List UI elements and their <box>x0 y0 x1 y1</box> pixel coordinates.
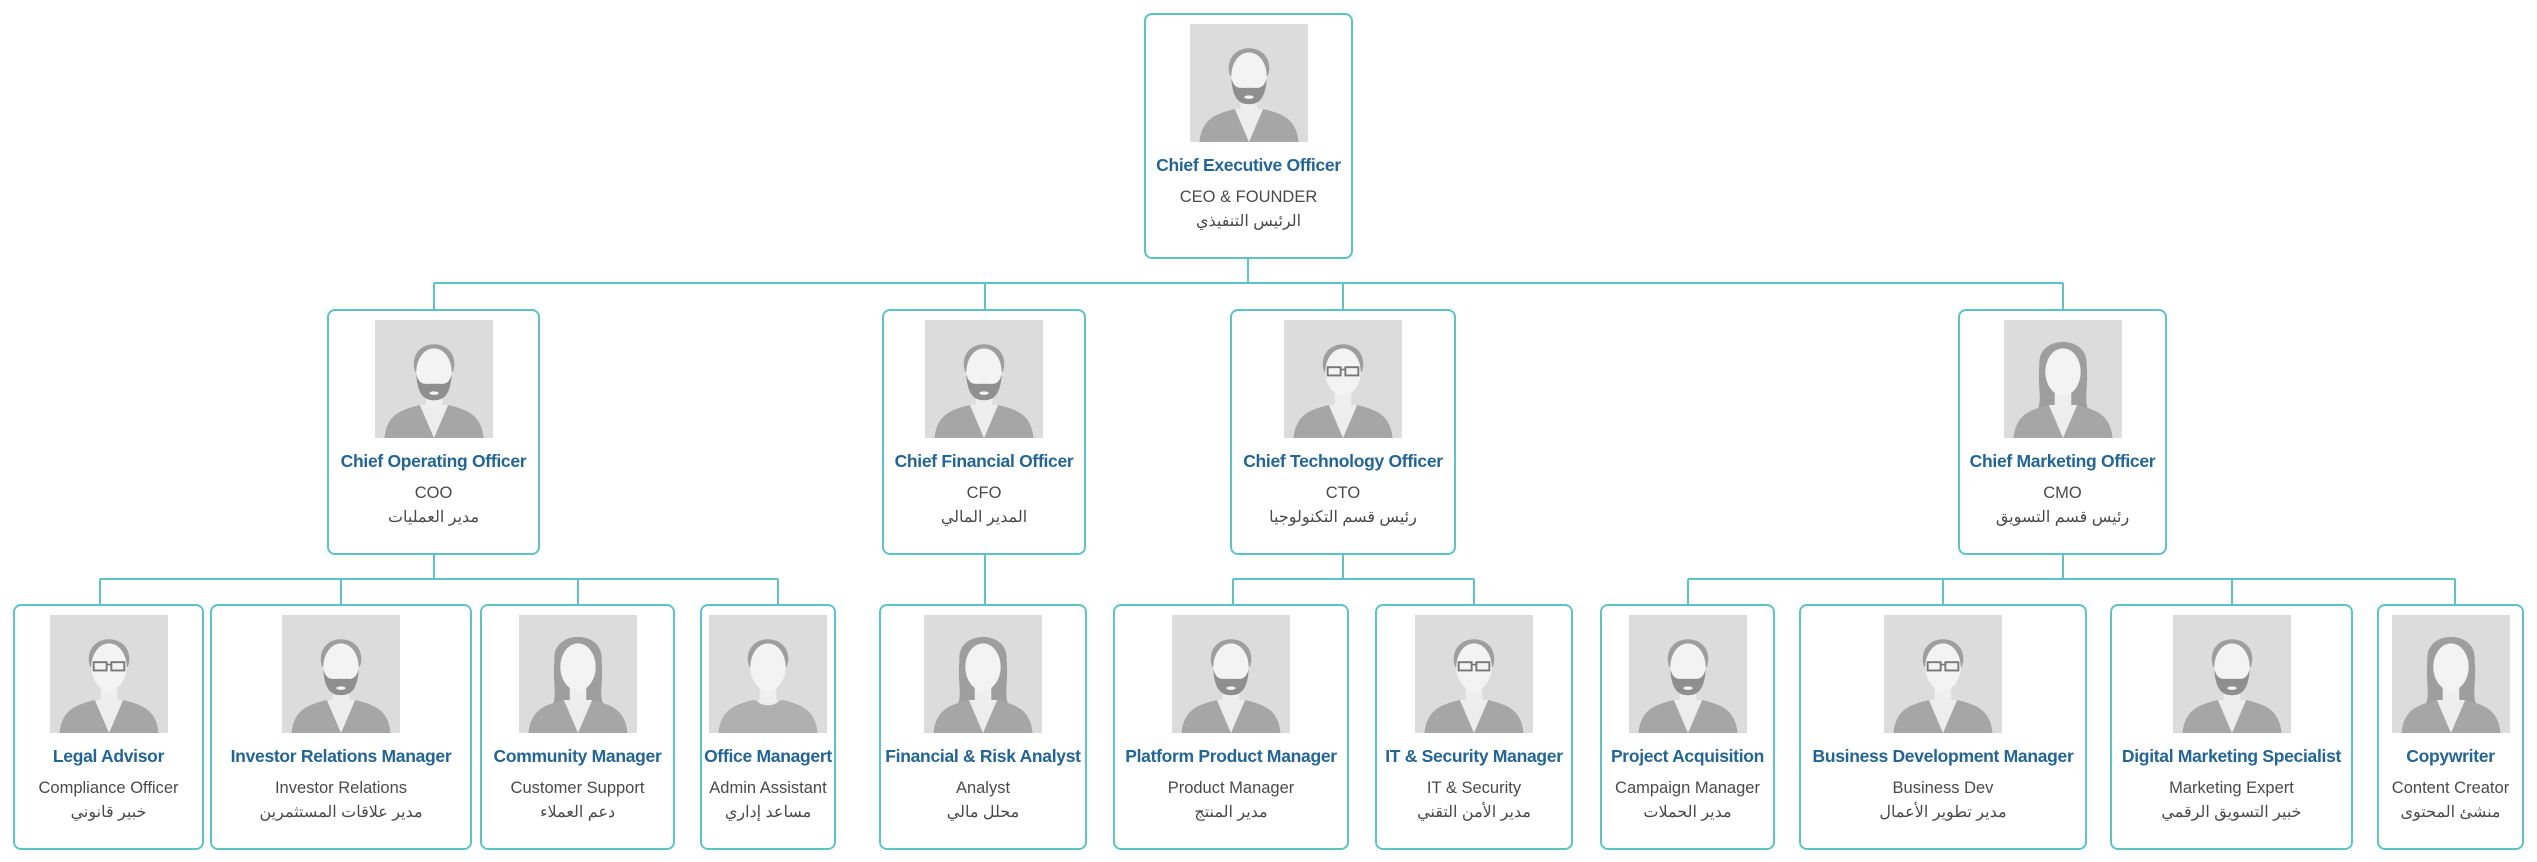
org-card[interactable]: Financial & Risk Analyst Analyst محلل ما… <box>879 604 1087 850</box>
org-card[interactable]: Office Managert Admin Assistant مساعد إد… <box>700 604 836 850</box>
avatar-male-plain-icon <box>709 615 827 733</box>
card-role: Content Creator <box>2391 779 2510 797</box>
card-role: Analyst <box>955 779 1011 797</box>
avatar-male-beard-icon <box>1172 615 1290 733</box>
card-title: Chief Marketing Officer <box>1969 451 2156 471</box>
org-card[interactable]: Chief Marketing Officer CMO رئيس قسم الت… <box>1958 309 2167 555</box>
card-role: Investor Relations <box>274 779 408 797</box>
card-role: IT & Security <box>1426 779 1522 797</box>
card-role: Admin Assistant <box>709 779 827 797</box>
card-arabic-role: المدير المالي <box>940 509 1028 526</box>
card-role: CEO & FOUNDER <box>1179 188 1318 206</box>
card-arabic-role: منشئ المحتوى <box>2400 804 2501 821</box>
card-arabic-role: محلل مالي <box>946 804 1020 821</box>
avatar-male-glasses-icon <box>49 615 168 733</box>
card-role: Compliance Officer <box>38 779 179 797</box>
card-role: CMO <box>2043 484 2082 502</box>
org-card[interactable]: Platform Product Manager Product Manager… <box>1113 604 1349 850</box>
org-card[interactable]: Digital Marketing Specialist Marketing E… <box>2110 604 2353 850</box>
card-role: COO <box>414 484 453 502</box>
card-title: Chief Financial Officer <box>894 451 1074 471</box>
card-title: Community Manager <box>493 746 662 766</box>
card-title: Office Managert <box>704 746 832 766</box>
card-title: Business Development Manager <box>1812 746 2074 766</box>
avatar-male-beard-icon <box>925 320 1043 438</box>
card-arabic-role: مساعد إداري <box>724 804 812 821</box>
avatar-male-beard-icon <box>282 615 400 733</box>
card-arabic-role: مدير تطوير الأعمال <box>1879 804 2007 821</box>
card-role: Customer Support <box>510 779 645 797</box>
org-card[interactable]: Legal Advisor Compliance Officer خبير قا… <box>13 604 204 850</box>
card-arabic-role: مدير الأمن التقني <box>1417 804 1531 821</box>
avatar-female-icon <box>924 615 1042 733</box>
card-title: Digital Marketing Specialist <box>2121 746 2342 766</box>
avatar-male-glasses-icon <box>1884 615 2002 733</box>
card-title: Legal Advisor <box>52 746 165 766</box>
org-card[interactable]: Chief Operating Officer COO مدير العمليا… <box>327 309 540 555</box>
card-title: Copywriter <box>2406 746 2495 766</box>
card-role: CTO <box>1325 484 1361 502</box>
org-card[interactable]: Project Acquisition Campaign Manager مدي… <box>1600 604 1775 850</box>
card-arabic-role: الرئيس التنفيذي <box>1195 213 1302 230</box>
org-card[interactable]: Investor Relations Manager Investor Rela… <box>210 604 472 850</box>
avatar-male-beard-icon <box>374 320 493 438</box>
card-title: Financial & Risk Analyst <box>885 746 1081 766</box>
card-title: Project Acquisition <box>1610 746 1765 766</box>
avatar-male-beard-icon <box>2172 615 2291 733</box>
org-card[interactable]: Business Development Manager Business De… <box>1799 604 2087 850</box>
avatar-male-glasses-icon <box>1415 615 1533 733</box>
card-arabic-role: رئيس قسم التسويق <box>1995 509 2130 526</box>
avatar-male-glasses-icon <box>1284 320 1402 438</box>
avatar-male-beard-icon <box>1189 24 1308 142</box>
card-arabic-role: خبير التسويق الرقمي <box>2161 804 2302 821</box>
card-title: Chief Executive Officer <box>1156 155 1341 175</box>
org-card[interactable]: Community Manager Customer Support دعم ا… <box>480 604 675 850</box>
card-title: Chief Technology Officer <box>1243 451 1443 471</box>
card-arabic-role: خبير قانوني <box>70 804 147 821</box>
card-title: IT & Security Manager <box>1385 746 1563 766</box>
org-card[interactable]: Chief Financial Officer CFO المدير المال… <box>882 309 1086 555</box>
card-arabic-role: مدير الحملات <box>1643 804 1732 821</box>
card-arabic-role: مدير المنتج <box>1194 804 1268 821</box>
card-role: Marketing Expert <box>2169 779 2294 797</box>
card-role: Campaign Manager <box>1615 779 1760 797</box>
card-arabic-role: مدير علاقات المستثمرين <box>259 804 423 821</box>
card-role: CFO <box>966 484 1002 502</box>
card-title: Chief Operating Officer <box>340 451 527 471</box>
avatar-female-icon <box>2391 615 2510 733</box>
card-role: Product Manager <box>1167 779 1295 797</box>
card-title: Platform Product Manager <box>1125 746 1337 766</box>
card-arabic-role: رئيس قسم التكنولوجيا <box>1269 509 1417 526</box>
card-arabic-role: دعم العملاء <box>539 804 616 821</box>
avatar-male-beard-icon <box>1628 615 1747 733</box>
org-card[interactable]: Chief Executive Officer CEO & FOUNDER ال… <box>1144 13 1353 259</box>
org-card[interactable]: IT & Security Manager IT & Security مدير… <box>1375 604 1573 850</box>
avatar-female-icon <box>518 615 637 733</box>
avatar-female-icon <box>2003 320 2122 438</box>
org-card[interactable]: Chief Technology Officer CTO رئيس قسم ال… <box>1230 309 1456 555</box>
card-arabic-role: مدير العمليات <box>387 509 480 526</box>
card-role: Business Dev <box>1892 779 1994 797</box>
card-title: Investor Relations Manager <box>230 746 452 766</box>
org-card[interactable]: Copywriter Content Creator منشئ المحتوى <box>2377 604 2524 850</box>
